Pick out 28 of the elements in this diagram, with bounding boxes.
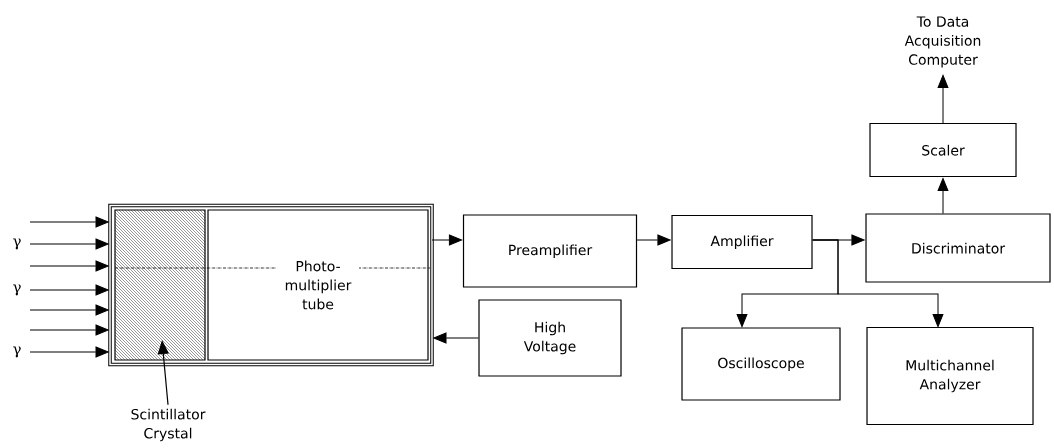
arrow <box>29 284 109 296</box>
edge-label: γ <box>13 284 21 296</box>
edge-label: γ <box>13 346 21 358</box>
edge-label: γ <box>13 238 21 250</box>
output-label: To Data Acquisition Computer <box>904 16 981 68</box>
process-box: Multichannel Analyzer <box>866 326 1034 426</box>
process-box: Oscilloscope <box>681 327 841 401</box>
photomultiplier-tube-box: Photo- multiplier tube <box>207 209 429 361</box>
process-box: Amplifier <box>671 214 813 270</box>
arrow <box>29 238 109 250</box>
arrow <box>433 332 479 344</box>
detector-housing <box>108 203 434 367</box>
arrow <box>937 74 949 124</box>
scintillator-crystal <box>114 209 206 361</box>
arrow <box>29 216 109 228</box>
arrow <box>937 177 949 214</box>
arrow <box>29 304 109 316</box>
arrow <box>29 260 109 272</box>
process-box: Scaler <box>869 122 1017 178</box>
arrow <box>812 239 944 328</box>
arrow <box>29 324 109 336</box>
process-box: Discriminator <box>865 213 1051 283</box>
process-box: Preamplifier <box>462 214 638 288</box>
process-box: High Voltage <box>478 299 622 377</box>
arrow <box>29 346 109 358</box>
arrow <box>431 234 463 246</box>
part-label: Scintillator Crystal <box>131 408 206 442</box>
arrow <box>636 234 671 246</box>
